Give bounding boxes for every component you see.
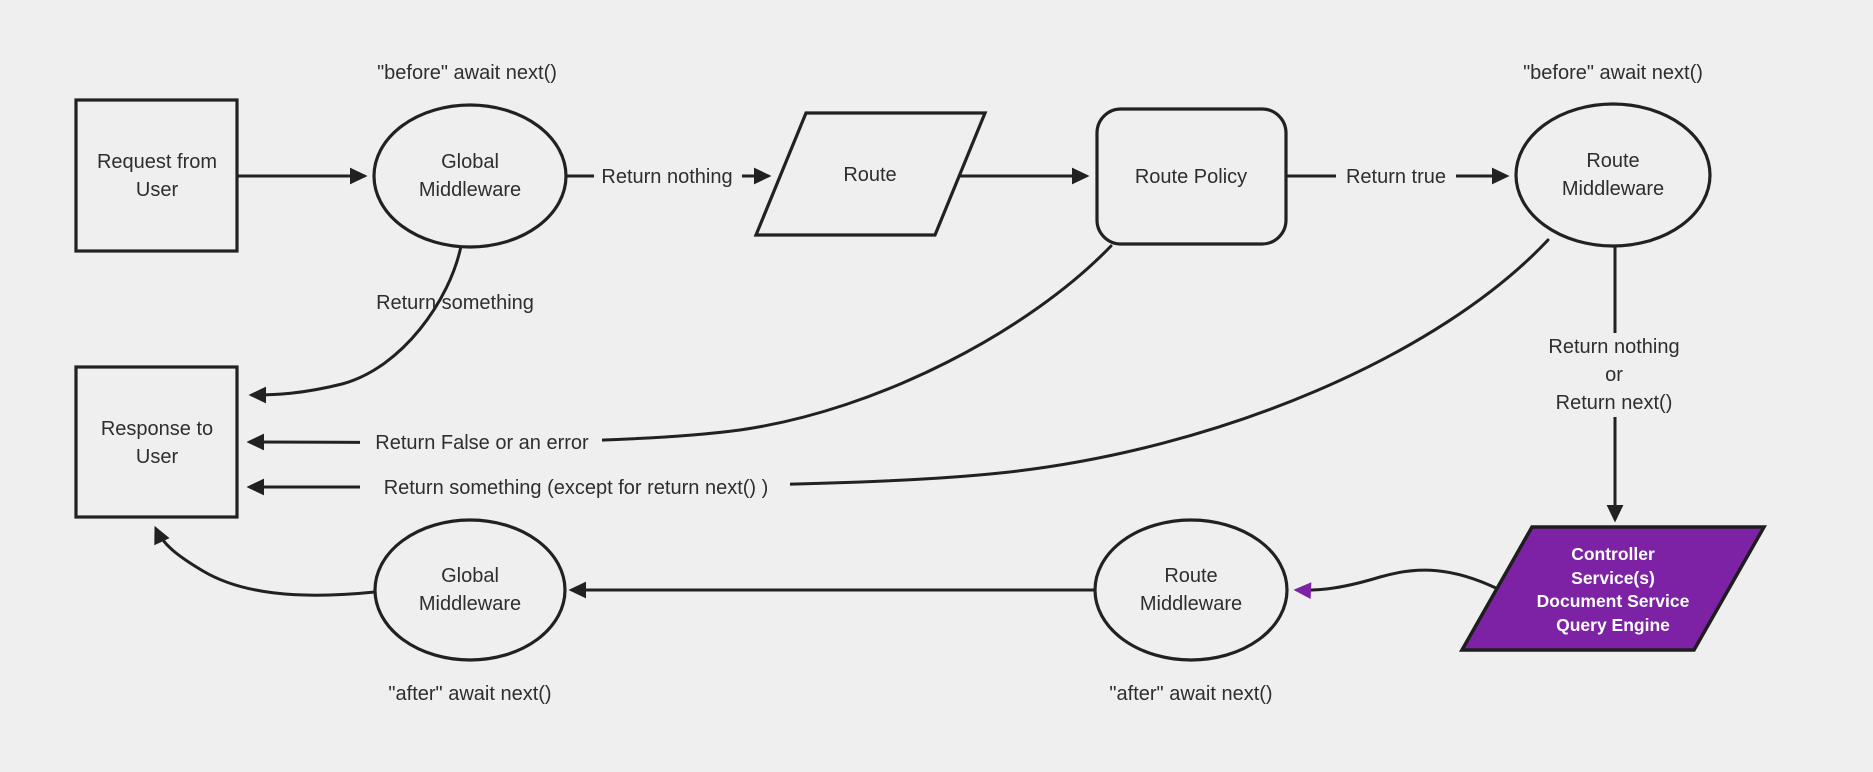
- controller-services-parallelogram: [1458, 525, 1768, 652]
- edges: [154, 167, 1624, 599]
- edge-label-masks: [360, 162, 1693, 501]
- response-to-user-label-line1: Response to: [101, 418, 213, 440]
- annotation-before-route-middleware: "before" await next(): [1523, 62, 1703, 84]
- route-parallelogram: [753, 111, 988, 237]
- edge-label-return-nothing-or-line2: or: [1605, 364, 1623, 386]
- edge-label-return-something: Return something: [376, 292, 534, 314]
- global-middleware-bottom-label-line1: Global: [441, 565, 499, 587]
- edge-global-middleware-to-response: [248, 244, 463, 404]
- edge-global-middleware-bottom-to-response: [154, 525, 377, 597]
- route-policy-box: [1095, 107, 1288, 246]
- node-response-to-user: Response to User: [74, 365, 239, 519]
- route-policy-label: Route Policy: [1135, 166, 1247, 188]
- edge-route-policy-to-response: [246, 244, 1113, 451]
- edge-labels: Return nothing Return true Return someth…: [375, 166, 1679, 499]
- request-from-user-label-line2: User: [136, 179, 179, 201]
- mask-return-nothing-or: [1537, 333, 1693, 417]
- node-global-middleware-top: Global Middleware: [372, 103, 568, 249]
- mask-return-false: [360, 428, 602, 456]
- route-middleware-bottom-label-line2: Middleware: [1140, 593, 1242, 615]
- edge-label-return-false-or-error: Return False or an error: [375, 432, 589, 454]
- annotation-after-route-middleware: "after" await next(): [1109, 683, 1272, 705]
- edge-controller-to-route-middleware-bottom: [1293, 568, 1500, 599]
- node-route-middleware-bottom: Route Middleware: [1093, 518, 1289, 662]
- edge-label-return-nothing-or-line1: Return nothing: [1548, 336, 1679, 358]
- request-from-user-label-line1: Request from: [97, 151, 217, 173]
- annotation-before-global-middleware: "before" await next(): [377, 62, 557, 84]
- response-to-user-label-line2: User: [136, 446, 179, 468]
- route-middleware-bottom-label-line1: Route: [1164, 565, 1217, 587]
- route-middleware-top-label-line1: Route: [1586, 150, 1639, 172]
- node-global-middleware-bottom: Global Middleware: [373, 518, 567, 662]
- node-route-policy: Route Policy: [1095, 107, 1288, 246]
- controller-services-label-line2: Service(s): [1571, 568, 1655, 588]
- route-middleware-bottom-ellipse: [1093, 518, 1289, 662]
- node-request-from-user: Request from User: [74, 98, 239, 253]
- node-route-middleware-top: Route Middleware: [1514, 102, 1712, 248]
- mask-return-nothing: [594, 162, 742, 190]
- global-middleware-top-label-line2: Middleware: [419, 179, 521, 201]
- annotations: "before" await next() "before" await nex…: [377, 62, 1703, 705]
- global-middleware-top-label-line1: Global: [441, 151, 499, 173]
- global-middleware-bottom-label-line2: Middleware: [419, 593, 521, 615]
- route-middleware-top-label-line2: Middleware: [1562, 178, 1664, 200]
- mask-return-true: [1336, 162, 1456, 190]
- annotation-after-global-middleware: "after" await next(): [388, 683, 551, 705]
- global-middleware-bottom-ellipse: [373, 518, 567, 662]
- mask-return-something-except: [360, 473, 790, 501]
- edge-label-return-something-except: Return something (except for return next…: [384, 477, 769, 499]
- route-middleware-top-ellipse: [1514, 102, 1712, 248]
- route-label: Route: [843, 164, 896, 186]
- controller-services-label-line3: Document Service: [1537, 591, 1690, 611]
- edge-label-return-true: Return true: [1346, 166, 1446, 188]
- node-controller-services: Controller Service(s) Document Service Q…: [1458, 525, 1768, 652]
- request-from-user-box: [74, 98, 239, 253]
- nodes: Request from User Global Middleware Rout…: [74, 98, 1768, 662]
- global-middleware-top-ellipse: [372, 103, 568, 249]
- edge-label-return-nothing-or-line3: Return next(): [1556, 392, 1673, 414]
- controller-services-label-line1: Controller: [1571, 544, 1655, 564]
- edge-label-return-nothing: Return nothing: [601, 166, 732, 188]
- response-to-user-box: [74, 365, 239, 519]
- controller-services-label-line4: Query Engine: [1556, 615, 1670, 635]
- node-route: Route: [753, 111, 988, 237]
